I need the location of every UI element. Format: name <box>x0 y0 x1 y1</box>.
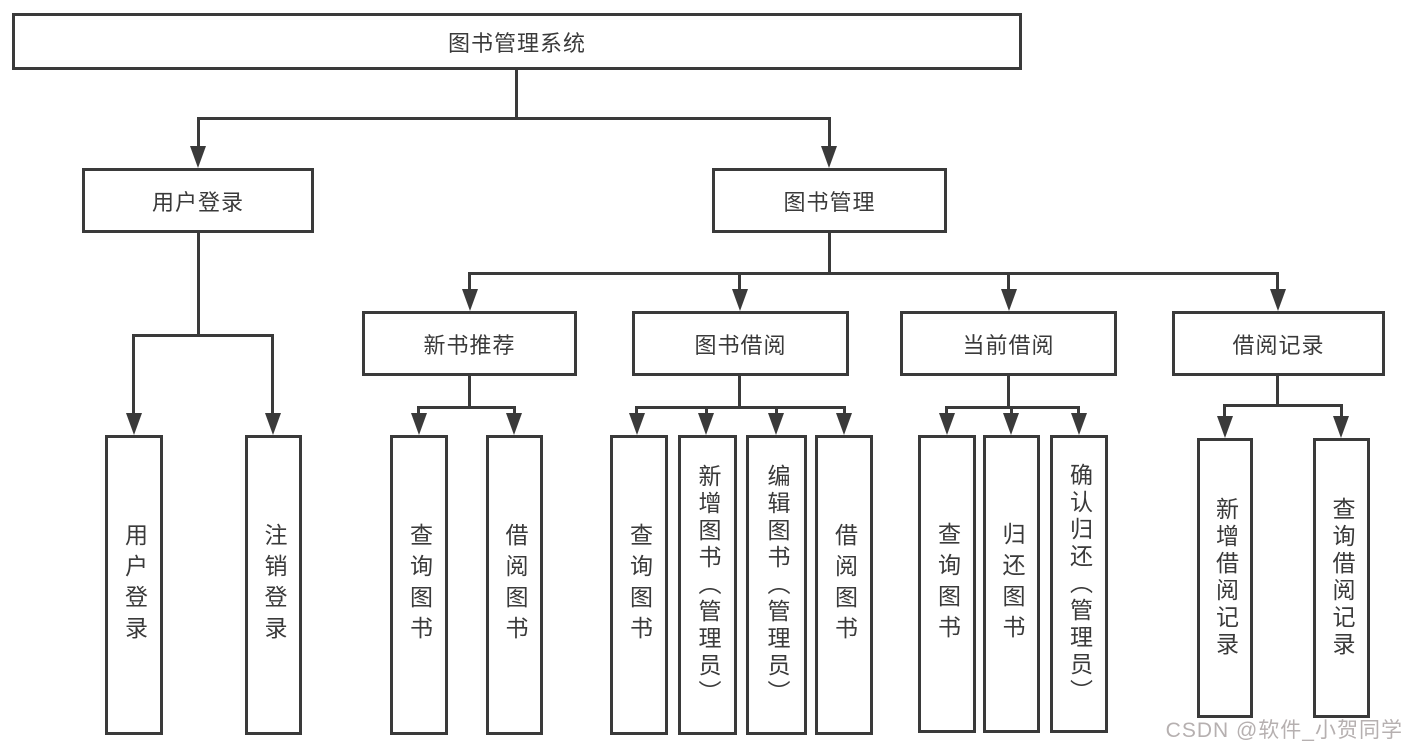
arrow-down-icon <box>821 146 837 168</box>
connector-line <box>468 376 471 409</box>
connector-line <box>1007 272 1010 297</box>
arrow-down-icon <box>265 413 281 435</box>
connector-line <box>132 334 274 337</box>
leaf-return-book: 归还图书 <box>983 435 1040 733</box>
leaf-add-borrow-record: 新增借阅记录 <box>1197 438 1253 718</box>
leaf-logout: 注销登录 <box>245 435 302 735</box>
leaf-query-books-recommend: 查询图书 <box>390 435 448 735</box>
node-current-borrowing: 当前借阅 <box>900 311 1117 376</box>
connector-line <box>197 117 200 152</box>
watermark: CSDN @软件_小贺同学 <box>1165 719 1403 742</box>
leaf-label: 新增图书（管理员） <box>695 463 721 707</box>
connector-line <box>1223 404 1343 407</box>
node-user-login: 用户登录 <box>82 168 314 233</box>
leaf-label: 新增借阅记录 <box>1212 497 1239 659</box>
arrow-down-icon <box>1003 413 1019 435</box>
connector-line <box>197 117 831 120</box>
node-label: 图书借阅 <box>694 332 787 358</box>
arrow-down-icon <box>732 289 748 311</box>
leaf-add-book-admin: 新增图书（管理员） <box>678 435 737 735</box>
leaf-query-books-borrowing: 查询图书 <box>610 435 668 735</box>
leaf-label: 用户登录 <box>121 523 148 647</box>
node-label: 用户登录 <box>151 189 244 215</box>
arrow-down-icon <box>506 413 522 435</box>
arrow-down-icon <box>1217 416 1233 438</box>
leaf-borrow-books: 借阅图书 <box>815 435 873 735</box>
arrow-down-icon <box>698 413 714 435</box>
node-label: 当前借阅 <box>962 332 1055 358</box>
connector-line <box>738 376 741 409</box>
leaf-label: 借阅图书 <box>831 523 858 647</box>
connector-line <box>515 70 518 118</box>
connector-line <box>1276 376 1279 406</box>
leaf-label: 确认归还（管理员） <box>1066 462 1093 706</box>
leaf-query-books-current: 查询图书 <box>918 435 976 733</box>
arrow-down-icon <box>1001 289 1017 311</box>
connector-line <box>1007 376 1010 409</box>
leaf-edit-book-admin: 编辑图书（管理员） <box>746 435 807 735</box>
arrow-down-icon <box>939 413 955 435</box>
connector-line <box>635 406 846 409</box>
connector-line <box>468 272 1279 275</box>
leaf-label: 查询图书 <box>406 523 433 647</box>
leaf-borrow-books-recommend: 借阅图书 <box>486 435 543 735</box>
leaf-label: 编辑图书（管理员） <box>764 463 790 707</box>
node-new-book-recommend: 新书推荐 <box>362 311 577 376</box>
arrow-down-icon <box>126 413 142 435</box>
arrow-down-icon <box>836 413 852 435</box>
connector-line <box>828 117 831 152</box>
arrow-down-icon <box>411 413 427 435</box>
leaf-confirm-return-admin: 确认归还（管理员） <box>1050 435 1108 733</box>
leaf-label: 查询借阅记录 <box>1329 497 1355 659</box>
node-label: 图书管理系统 <box>447 30 586 56</box>
node-library-system: 图书管理系统 <box>12 13 1022 70</box>
connector-line <box>1276 272 1279 297</box>
connector-line <box>417 406 516 409</box>
arrow-down-icon <box>1333 416 1349 438</box>
connector-line <box>271 334 274 414</box>
arrow-down-icon <box>1270 289 1286 311</box>
connector-line <box>132 334 135 414</box>
arrow-down-icon <box>629 413 645 435</box>
leaf-query-borrow-record: 查询借阅记录 <box>1313 438 1370 718</box>
leaf-label: 归还图书 <box>999 522 1025 646</box>
arrow-down-icon <box>768 413 784 435</box>
leaf-label: 借阅图书 <box>502 523 528 647</box>
node-borrow-records: 借阅记录 <box>1172 311 1385 376</box>
connector-line <box>468 272 471 297</box>
connector-line <box>828 233 831 275</box>
arrow-down-icon <box>190 146 206 168</box>
node-book-management: 图书管理 <box>712 168 947 233</box>
arrow-down-icon <box>462 289 478 311</box>
connector-line <box>197 233 200 335</box>
node-book-borrowing: 图书借阅 <box>632 311 849 376</box>
node-label: 借阅记录 <box>1232 332 1325 358</box>
node-label: 新书推荐 <box>423 332 516 358</box>
leaf-user-login: 用户登录 <box>105 435 163 735</box>
arrow-down-icon <box>1071 413 1087 435</box>
leaf-label: 注销登录 <box>261 523 287 647</box>
connector-line <box>1223 404 1226 424</box>
node-label: 图书管理 <box>783 189 876 215</box>
leaf-label: 查询图书 <box>934 522 961 646</box>
leaf-label: 查询图书 <box>626 523 653 647</box>
connector-line <box>738 272 741 297</box>
connector-line <box>1340 404 1343 424</box>
